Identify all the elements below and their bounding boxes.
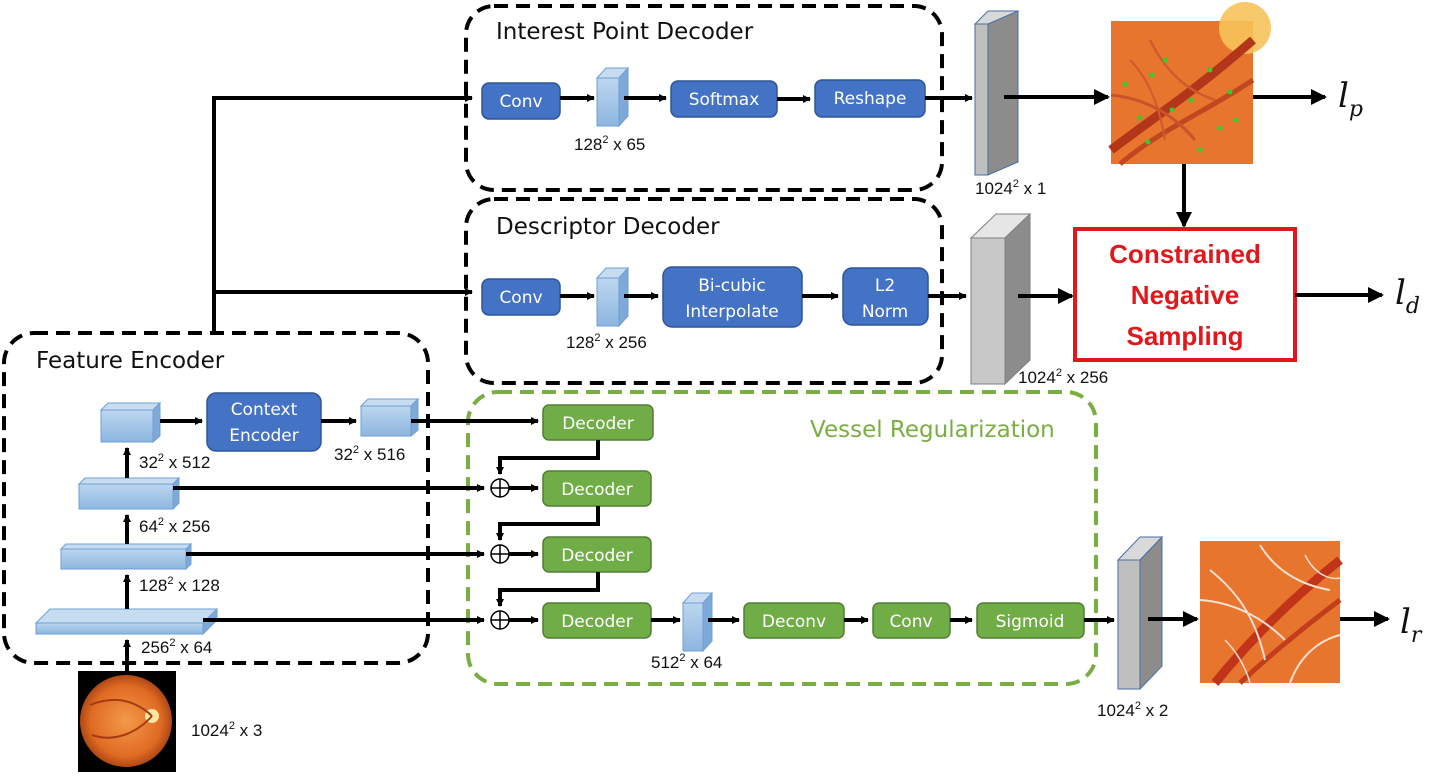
input-retina-image	[78, 671, 176, 772]
enc-tensor-128-128	[59, 542, 193, 571]
ip-output-dim: 10242 x 1	[975, 178, 1046, 198]
feature-encoder-title: Feature Encoder	[36, 348, 225, 374]
keypoint-retina-image	[1108, 2, 1271, 166]
vr-tensor-dim: 5122 x 64	[651, 652, 722, 672]
enc-128-128-dim: 1282 x 128	[139, 575, 220, 595]
decoder-3-to-plus-wire	[496, 572, 600, 607]
enc-32-512-dim: 322 x 512	[139, 452, 210, 472]
vessel-map-image	[1199, 541, 1343, 686]
loss-lr: lr	[1400, 602, 1423, 648]
cns-label-2: Negative	[1131, 280, 1239, 310]
ip-tensor-dim: 1282 x 65	[574, 134, 645, 154]
cns-label-1: Constrained	[1109, 239, 1261, 269]
dd-output-tensor	[969, 212, 1032, 386]
dd-tensor	[595, 266, 630, 328]
dd-bicubic-label-1: Bi-cubic	[698, 276, 766, 296]
plus-junction-2	[490, 544, 510, 564]
enc-tensor-32-512	[99, 401, 162, 444]
decoder-1-label: Decoder	[562, 414, 634, 434]
enc-256-64-dim: 2562 x 64	[141, 637, 212, 657]
ctx-out-tensor	[359, 397, 420, 438]
plus-junction-3	[490, 610, 510, 630]
loss-ld: ld	[1395, 273, 1420, 319]
ip-output-tensor	[973, 10, 1020, 176]
enc-tensor-256-64	[34, 607, 219, 636]
context-encoder-label-1: Context	[231, 400, 298, 420]
ip-conv-label: Conv	[499, 92, 542, 112]
plus-junction-1	[490, 478, 510, 498]
descriptor-decoder-box	[464, 197, 944, 385]
ip-tensor	[595, 66, 630, 128]
dd-l2norm-label-1: L2	[875, 276, 895, 296]
loss-lp: lp	[1338, 76, 1363, 122]
vr-sigmoid-label: Sigmoid	[996, 612, 1065, 632]
dd-output-dim: 10242 x 256	[1018, 367, 1108, 387]
enc-64-256-dim: 642 x 256	[139, 516, 210, 536]
vr-output-tensor	[1116, 535, 1164, 691]
decoder-4-label: Decoder	[561, 612, 633, 632]
cns-label-3: Sampling	[1126, 321, 1243, 351]
dd-bicubic-label-2: Interpolate	[685, 302, 778, 322]
interest-point-decoder-box	[464, 4, 944, 192]
context-encoder-label-2: Encoder	[229, 426, 299, 446]
input-dim: 10242 x 3	[191, 720, 262, 740]
vr-conv-label: Conv	[889, 612, 932, 632]
decoder-1-to-plus-wire	[496, 440, 600, 475]
vr-output-dim: 10242 x 2	[1097, 700, 1168, 720]
interest-point-decoder-title: Interest Point Decoder	[496, 19, 754, 45]
dd-conv-label: Conv	[499, 288, 542, 308]
ip-conv-block	[481, 82, 561, 120]
dd-tensor-dim: 1282 x 256	[566, 332, 647, 352]
vr-tensor	[681, 591, 714, 653]
cns-box	[1073, 227, 1297, 362]
decoder-2-to-plus-wire	[496, 506, 600, 541]
decoder-3-label: Decoder	[561, 546, 633, 566]
descriptor-decoder-title: Descriptor Decoder	[496, 214, 720, 240]
ip-softmax-label: Softmax	[689, 90, 760, 110]
ctx-out-dim: 322 x 516	[334, 444, 405, 464]
vr-deconv-label: Deconv	[762, 612, 826, 632]
vessel-regularization-title: Vessel Regularization	[810, 417, 1055, 443]
enc-tensor-64-256	[77, 476, 181, 511]
decoder-2-label: Decoder	[561, 480, 633, 500]
vessel-regularization-box	[466, 390, 1098, 686]
dd-l2norm-label-2: Norm	[862, 302, 908, 322]
ip-reshape-label: Reshape	[834, 89, 907, 109]
